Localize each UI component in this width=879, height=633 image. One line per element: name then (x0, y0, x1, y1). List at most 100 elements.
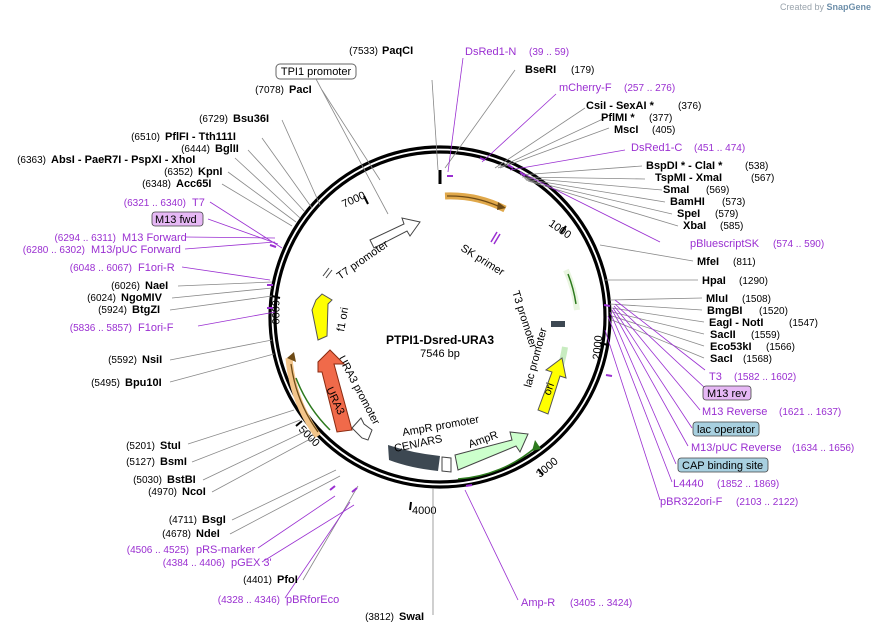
svg-text:(4384 .. 4406): (4384 .. 4406) (163, 558, 225, 569)
feature-label-f1-ori: f1 ori (335, 306, 351, 332)
svg-text:(7533): (7533) (349, 46, 378, 57)
primer-t3: T3 (709, 371, 722, 383)
svg-text:(5127): (5127) (126, 457, 155, 468)
enzyme-hpai: HpaI (702, 275, 726, 287)
svg-text:(569): (569) (706, 185, 729, 196)
enzyme-labels-right: BseRI (179) CsiI - SexAI * (376) PflMI *… (525, 64, 818, 365)
svg-text:(6048 .. 6067): (6048 .. 6067) (70, 263, 132, 274)
svg-text:(5924): (5924) (98, 305, 127, 316)
svg-text:(573): (573) (722, 197, 745, 208)
svg-text:(811): (811) (733, 257, 756, 268)
svg-text:(1566): (1566) (766, 342, 795, 353)
tpi1-promoter-label: TPI1 promoter (281, 66, 352, 78)
tick-label-1000: 1000 (546, 218, 573, 242)
svg-text:(6280 .. 6302): (6280 .. 6302) (23, 245, 85, 256)
primer-leader-lines (181, 57, 706, 601)
backbone-inner-ring (273, 150, 607, 484)
svg-text:(405): (405) (652, 125, 675, 136)
primer-ring-marks (267, 157, 613, 493)
lac-operator-mark (551, 321, 565, 327)
svg-text:(4401): (4401) (243, 575, 272, 586)
svg-text:(4711): (4711) (169, 515, 197, 526)
feature-label-sk-primer: SK primer (458, 242, 506, 278)
svg-text:(6294 .. 6311): (6294 .. 6311) (54, 233, 116, 244)
svg-text:(579): (579) (715, 209, 738, 220)
svg-text:(6348): (6348) (142, 179, 171, 190)
svg-text:(7078): (7078) (255, 85, 284, 96)
ura3-orf-arc (285, 357, 321, 439)
svg-text:(6363): (6363) (17, 155, 46, 166)
svg-text:(6510): (6510) (131, 132, 160, 143)
enzyme-swai: SwaI (399, 611, 424, 623)
enzyme-absi-xhoi: AbsI - PaeR7I - PspXI - XhoI (51, 154, 195, 166)
plasmid-name: PTPI1-Dsred-URA3 (386, 333, 494, 347)
enzyme-bsu36i: Bsu36I (233, 113, 269, 125)
ura3-promoter-feature (351, 417, 373, 441)
tick-5000 (295, 420, 303, 427)
enzyme-bmgbi: BmgBI (707, 305, 742, 317)
tick-1000 (560, 225, 567, 234)
svg-text:(1508): (1508) (742, 294, 771, 305)
snapgene-logo: SnapGene (826, 2, 871, 12)
enzyme-naei: NaeI (145, 280, 168, 292)
enzyme-beseri: BseRI (525, 64, 556, 76)
enzyme-ngomiv: NgoMIV (121, 292, 163, 304)
enzyme-eagi-noti: EagI - NotI (709, 317, 763, 329)
enzyme-leader-lines (169, 69, 705, 615)
svg-text:(5836 .. 5857): (5836 .. 5857) (70, 323, 132, 334)
ampr-feature (454, 431, 529, 471)
backbone-outer-ring (268, 145, 612, 489)
snapgene-credit: Created by SnapGene (779, 2, 871, 12)
primer-pbrforeco: pBRforEco (286, 594, 339, 606)
svg-text:(538): (538) (745, 161, 768, 172)
svg-text:(567): (567) (751, 173, 774, 184)
primer-dsred1-n: DsRed1-N (465, 46, 516, 58)
svg-text:(2103 .. 2122): (2103 .. 2122) (736, 497, 798, 508)
svg-text:(1290): (1290) (739, 276, 768, 287)
enzyme-paqci: PaqCI (382, 45, 413, 57)
feature-lac-operator: lac operator (697, 424, 755, 436)
svg-text:(5201): (5201) (126, 441, 155, 452)
enzyme-bsmi: BsmI (160, 456, 187, 468)
svg-text:(377): (377) (649, 113, 672, 124)
enzyme-bpu10i: Bpu10I (125, 377, 162, 389)
tick-marks (271, 195, 609, 511)
primer-pgex-3: pGEX 3' (231, 557, 272, 569)
svg-text:(1568): (1568) (743, 354, 772, 365)
feature-label-ori: ori (542, 381, 557, 397)
primer-m13-rev: M13 rev (707, 388, 747, 400)
svg-text:(4506 .. 4525): (4506 .. 4525) (127, 545, 189, 556)
enzyme-csii-sexai: CsiI - SexAI * (586, 100, 655, 112)
svg-text:(6024): (6024) (87, 293, 116, 304)
primer-dsred1-c: DsRed1-C (631, 142, 682, 154)
primer-pbr322ori-f: pBR322ori-F (660, 496, 723, 508)
svg-text:(3405 .. 3424): (3405 .. 3424) (570, 598, 632, 609)
enzyme-labels-top: (7533) PaqCI (7078) PacI (6729) Bsu36I (… (17, 45, 413, 190)
enzyme-acc65i: Acc65I (176, 178, 211, 190)
svg-text:(1559): (1559) (751, 330, 780, 341)
svg-text:(4678): (4678) (162, 529, 191, 540)
ori-feature (537, 357, 567, 415)
dsred-inner-arrow (446, 195, 499, 207)
enzyme-ndei: NdeI (196, 528, 220, 540)
m13-fwd-box (151, 211, 204, 227)
primer-f1ori-r: F1ori-R (138, 262, 175, 274)
svg-text:(1621 .. 1637): (1621 .. 1637) (779, 407, 841, 418)
svg-text:(376): (376) (678, 101, 701, 112)
enzyme-bglii: BglII (215, 143, 239, 155)
svg-text:(5592): (5592) (108, 355, 137, 366)
primer-labels: DsRed1-N (39 .. 59) mCherry-F (257 .. 27… (23, 46, 855, 609)
m13-rev-box (702, 385, 752, 401)
svg-text:(6444): (6444) (181, 144, 210, 155)
svg-text:(6026): (6026) (111, 281, 140, 292)
tick-label-3000: 3000 (534, 455, 560, 480)
tick-4000 (409, 501, 412, 511)
enzyme-pflmi: PflMI * (601, 112, 635, 124)
primer-pbluescriptsk: pBluescriptSK (690, 238, 760, 250)
enzyme-labels-left: (6026) NaeI (6024) NgoMIV (5924) BtgZI (… (87, 280, 424, 623)
svg-text:(179): (179) (571, 65, 594, 76)
enzyme-nsii: NsiI (142, 354, 162, 366)
primer-m13-reverse: M13 Reverse (702, 406, 767, 418)
primer-f1ori-f: F1ori-F (138, 322, 174, 334)
